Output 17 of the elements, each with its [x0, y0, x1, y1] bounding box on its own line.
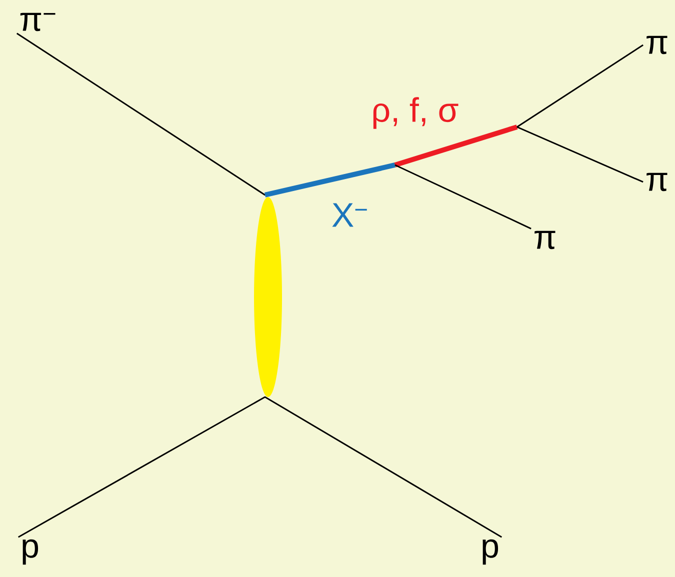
particle-line — [16, 32, 266, 196]
edge-label: ρ, f, σ — [370, 96, 460, 130]
particle-line — [394, 164, 532, 230]
propagator-line — [394, 124, 518, 168]
particle-line — [18, 396, 266, 538]
particle-line — [264, 396, 502, 538]
particle-label: π$^{−}$ — [20, 12, 56, 32]
particle-label: p — [22, 539, 38, 565]
particle-line — [516, 126, 644, 183]
propagator-line — [264, 162, 396, 198]
particle-label: p — [482, 539, 498, 565]
exchange-ellipse — [254, 197, 282, 397]
particle-label: π — [646, 172, 668, 192]
particle-line — [516, 44, 644, 128]
edge-label: X$^{−}$ — [330, 202, 370, 228]
particle-label: π — [534, 230, 556, 250]
particle-label: π — [646, 36, 668, 54]
